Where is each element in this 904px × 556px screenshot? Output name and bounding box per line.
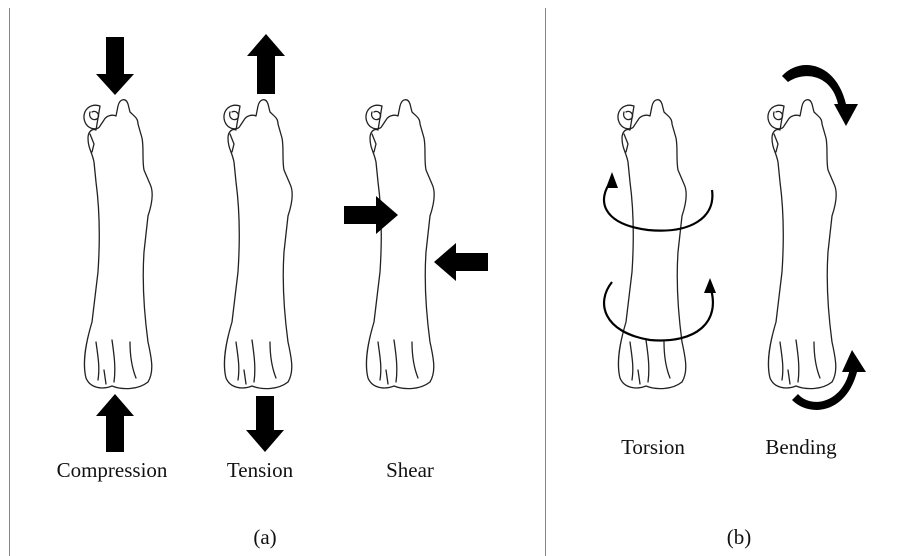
caption-b: (b)	[727, 525, 752, 549]
label-compression: Compression	[57, 458, 168, 482]
bending-lower-curve-icon	[792, 368, 858, 410]
compression-arrow-up-icon	[96, 394, 134, 452]
label-tension: Tension	[227, 458, 294, 482]
torsion-upper-curve-icon	[604, 180, 712, 231]
bending-upper-arrowhead-icon	[834, 104, 858, 126]
label-torsion: Torsion	[621, 435, 685, 459]
panel-b: Torsion Bending (b)	[604, 65, 866, 549]
tension-arrow-up-icon	[247, 34, 285, 94]
caption-a: (a)	[253, 525, 276, 549]
compression-arrow-down-icon	[96, 37, 134, 95]
tension-femur	[224, 100, 292, 389]
bending-lower-arrowhead-icon	[842, 350, 866, 372]
torsion-lower-arrowhead-icon	[704, 278, 716, 293]
shear-femur	[366, 100, 434, 389]
label-shear: Shear	[386, 458, 434, 482]
torsion-femur	[618, 100, 686, 389]
compression-femur	[84, 100, 152, 389]
shear-arrow-left-icon	[434, 243, 488, 281]
bending-upper-curve-icon	[782, 65, 846, 104]
torsion-lower-curve-icon	[604, 282, 713, 340]
shear-arrow-right-icon	[344, 196, 398, 234]
label-bending: Bending	[765, 435, 837, 459]
torsion-upper-arrowhead-icon	[606, 172, 618, 188]
tension-arrow-down-icon	[246, 396, 284, 452]
panel-a: Compression Tension Shear (a)	[57, 34, 488, 549]
bending-femur	[768, 100, 836, 389]
